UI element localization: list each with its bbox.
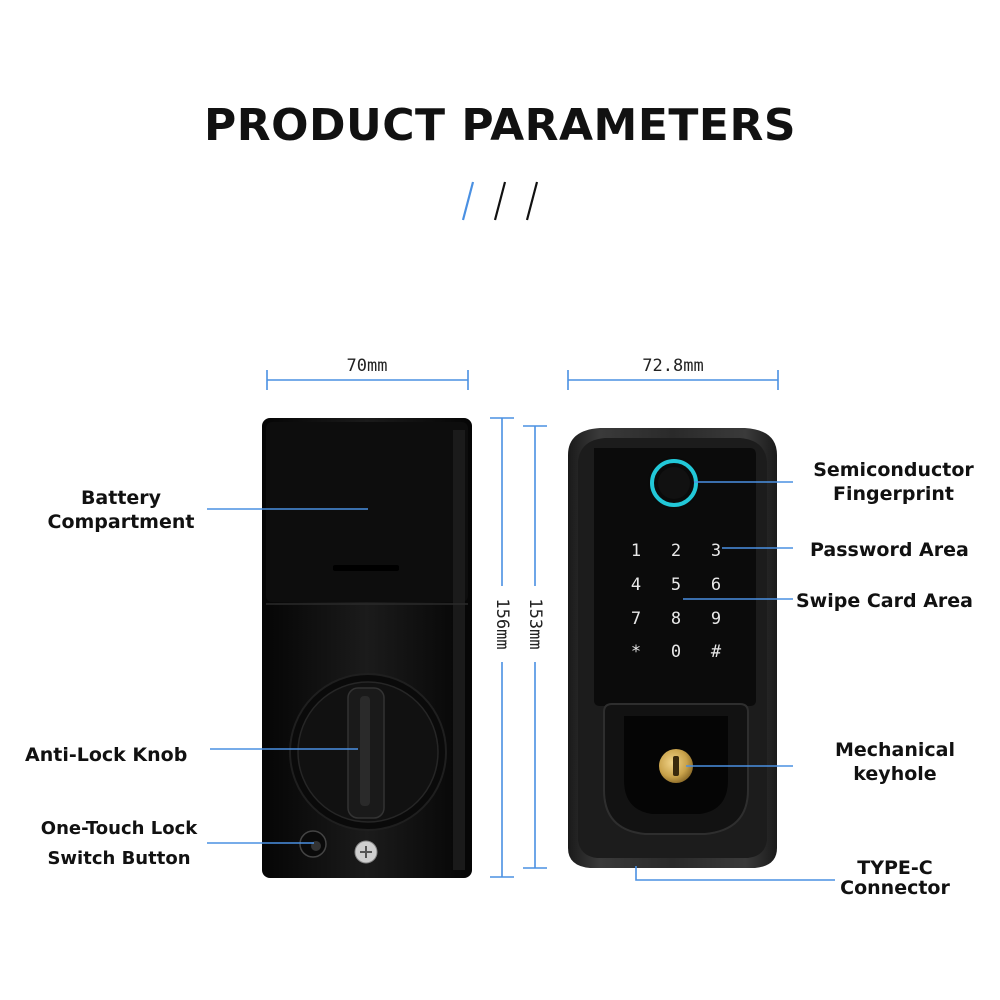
keypad-key-1[interactable]: 1 [631,541,641,561]
battery-compartment-label: Battery Compartment [47,487,195,533]
battery-cover-slot [333,565,399,571]
back-height-label: 156mm [488,586,516,662]
typec-connector-label: TYPE-C Connector [840,857,950,899]
keypad-digits: 1 2 3 4 5 6 7 8 9 * 0 # [631,541,722,662]
keypad-key-8[interactable]: 8 [671,609,681,629]
front-width-label: 72.8mm [642,356,704,376]
back-width-label: 70mm [346,356,388,376]
anti-lock-knob-label: Anti-Lock Knob [25,744,188,766]
lock-back-unit [262,418,472,878]
password-area-label: Password Area [810,539,969,561]
keypad-key-0[interactable]: 0 [671,642,681,662]
keypad-key-9[interactable]: 9 [711,609,721,629]
keypad-key-2[interactable]: 2 [671,541,681,561]
lock-front-unit [568,428,777,868]
switch-button-label: One-Touch Lock Switch Button [40,818,198,869]
decorative-slashes [461,181,539,221]
keypad-key-5[interactable]: 5 [671,575,681,595]
leader-lines [207,481,835,881]
keypad-key-6[interactable]: 6 [711,575,721,595]
back-width-dimension [266,370,469,390]
front-height-label: 153mm [521,586,549,662]
keypad-key-*[interactable]: * [631,642,641,662]
fingerprint-label: Semiconductor Fingerprint [813,459,974,505]
keypad-key-7[interactable]: 7 [631,609,641,629]
keyhole-label: Mechanical keyhole [834,739,956,785]
page-title: PRODUCT PARAMETERS [203,100,797,151]
keypad-key-3[interactable]: 3 [711,541,721,561]
keypad-panel[interactable] [594,448,756,706]
front-width-dimension [567,370,779,390]
keypad-key-4[interactable]: 4 [631,575,641,595]
swipe-card-area-label: Swipe Card Area [796,590,973,612]
keypad-key-#[interactable]: # [711,642,722,662]
